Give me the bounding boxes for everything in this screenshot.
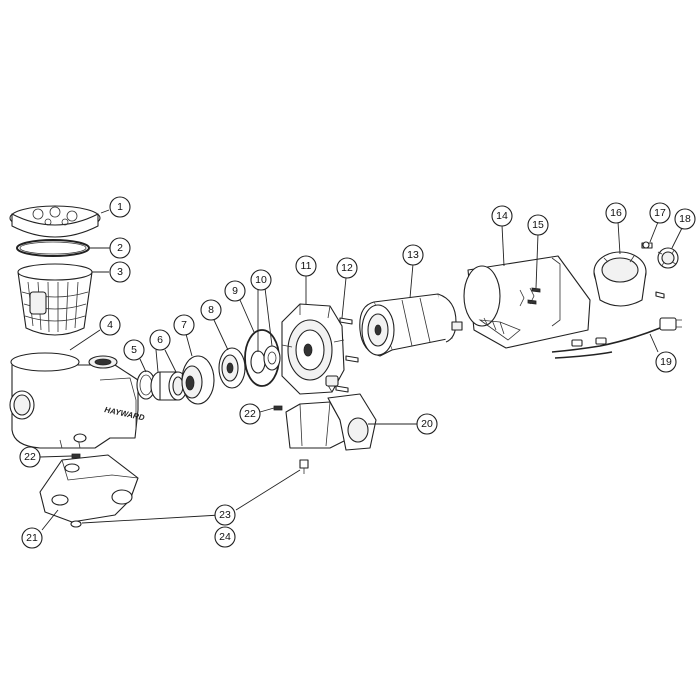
part-6-adapter-rings <box>150 371 188 401</box>
callout-19: 19 <box>655 351 677 373</box>
callout-5: 5 <box>123 339 145 361</box>
svg-text:7: 7 <box>181 319 187 331</box>
svg-text:17: 17 <box>654 207 666 219</box>
svg-text:2: 2 <box>117 242 123 254</box>
callout-15: 15 <box>527 214 549 236</box>
part-24-washer <box>70 520 82 528</box>
leader-lines <box>39 209 683 531</box>
svg-text:18: 18 <box>679 213 691 225</box>
callout-17: 17 <box>649 202 671 224</box>
part-23-screw <box>299 459 309 474</box>
callout-16: 16 <box>605 202 627 224</box>
callout-24: 24 <box>214 526 236 548</box>
callout-22-lower: 22 <box>19 446 41 468</box>
part-7-diffuser <box>181 355 215 405</box>
callout-23: 23 <box>214 504 236 526</box>
callout-21: 21 <box>21 527 43 549</box>
svg-text:20: 20 <box>421 418 433 430</box>
svg-text:5: 5 <box>131 344 137 356</box>
svg-text:9: 9 <box>232 285 238 297</box>
part-4-pump-housing: HAYWARD <box>9 352 146 449</box>
part-22-screw-lower <box>71 453 81 459</box>
callout-6: 6 <box>149 329 171 351</box>
part-14-motor-cover <box>463 255 591 349</box>
svg-text:10: 10 <box>255 274 267 286</box>
part-16-end-cap <box>593 251 665 307</box>
part-18-dial <box>657 247 679 269</box>
callout-20: 20 <box>416 413 438 435</box>
svg-text:4: 4 <box>107 319 113 331</box>
callout-10: 10 <box>250 269 272 291</box>
svg-text:11: 11 <box>301 260 312 272</box>
callout-2: 2 <box>109 237 131 259</box>
svg-text:23: 23 <box>219 509 231 521</box>
svg-text:21: 21 <box>26 532 38 544</box>
callout-4: 4 <box>99 314 121 336</box>
part-13-motor <box>359 293 463 357</box>
part-15-screws <box>527 287 541 305</box>
svg-text:19: 19 <box>660 356 672 368</box>
svg-text:12: 12 <box>341 262 353 274</box>
svg-text:22: 22 <box>244 408 256 420</box>
part-3-strainer-basket <box>17 263 93 336</box>
part-12-bolts <box>335 317 359 393</box>
part-8-impeller <box>218 347 246 389</box>
part-20-motor-support <box>285 393 377 451</box>
callout-13: 13 <box>402 244 424 266</box>
part-10-seal-assembly <box>250 345 281 374</box>
callout-12: 12 <box>336 257 358 279</box>
svg-text:14: 14 <box>496 210 508 222</box>
svg-text:8: 8 <box>208 304 214 316</box>
svg-text:1: 1 <box>117 201 123 213</box>
callout-3: 3 <box>109 261 131 283</box>
callout-22-upper: 22 <box>239 403 261 425</box>
part-11-seal-plate <box>281 303 345 395</box>
part-22-screw <box>273 405 283 411</box>
svg-text:24: 24 <box>219 531 231 543</box>
callout-1: 1 <box>109 196 131 218</box>
callout-14: 14 <box>491 205 513 227</box>
part-21-housing-base <box>39 454 139 523</box>
part-19-power-cord <box>551 317 682 359</box>
part-17-cap-screw <box>641 241 653 249</box>
callout-9: 9 <box>224 280 246 302</box>
callout-11: 11 <box>295 255 317 277</box>
callout-18: 18 <box>674 208 696 230</box>
part-2-lid-o-ring <box>16 239 90 257</box>
callout-7: 7 <box>173 314 195 336</box>
callout-8: 8 <box>200 299 222 321</box>
svg-text:22: 22 <box>24 451 36 463</box>
svg-text:15: 15 <box>532 219 544 231</box>
svg-text:16: 16 <box>610 207 622 219</box>
svg-text:13: 13 <box>407 249 419 261</box>
svg-text:3: 3 <box>117 266 123 278</box>
svg-text:6: 6 <box>157 334 163 346</box>
part-1-strainer-cover <box>9 205 101 238</box>
